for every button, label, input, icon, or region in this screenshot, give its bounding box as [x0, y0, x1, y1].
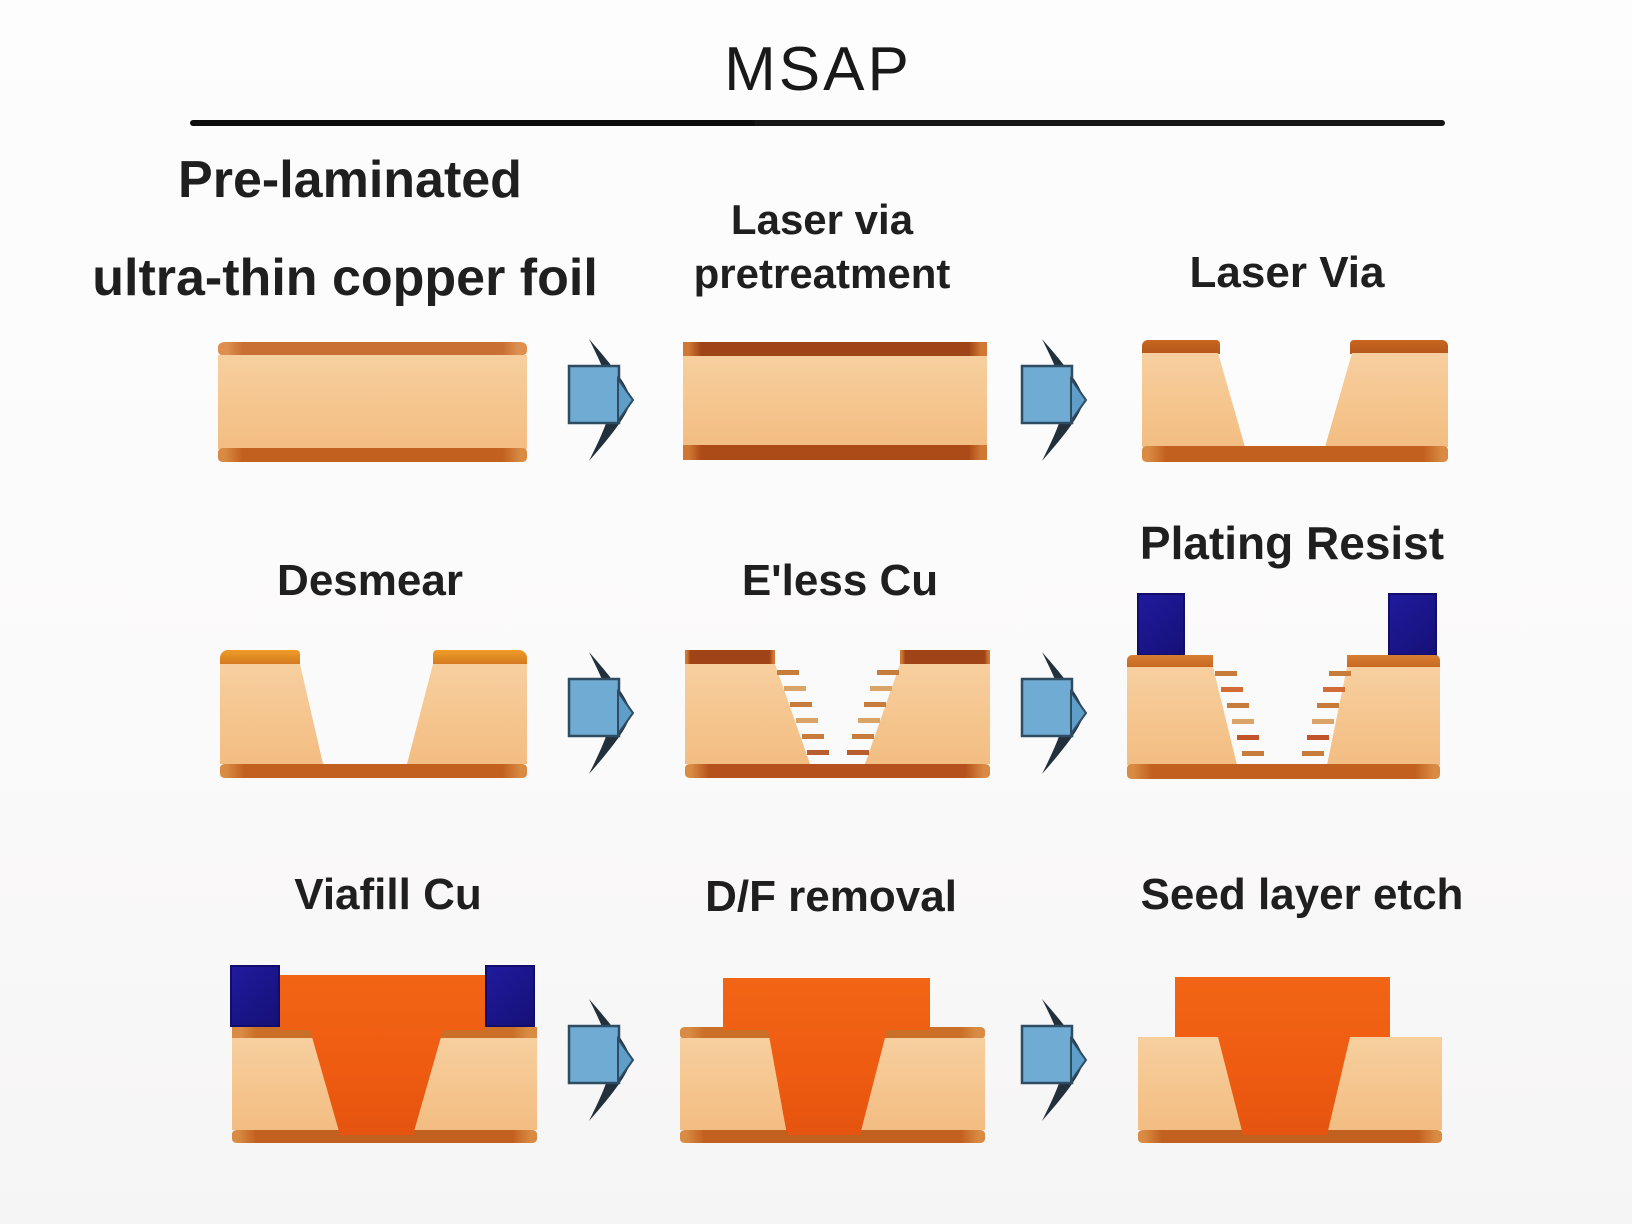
seed-layer-ticks-left [777, 670, 799, 675]
arrow-right-icon [1005, 995, 1095, 1125]
step7-label: Viafill Cu [294, 870, 482, 919]
seed-layer-etched-cross-section [1138, 977, 1442, 1143]
pretreated-foil-slab [683, 342, 987, 460]
electroless-copper-cross-section [685, 650, 990, 778]
plating-resist-block-left [230, 965, 280, 1027]
seed-layer-ticks-right [877, 670, 899, 675]
arrow-right-icon [1005, 648, 1095, 778]
viafill-copper-cross-section [230, 965, 537, 1143]
arrow-right-icon [552, 648, 642, 778]
step2-label-line1: Laser via [730, 196, 914, 243]
page-title: MSAP [724, 35, 912, 104]
dry-film-removed-cross-section [680, 978, 985, 1143]
seed-layer-ticks-left [1215, 671, 1237, 676]
plating-resist-cross-section [1127, 593, 1440, 779]
step4-label: Desmear [277, 556, 463, 605]
arrow-right-icon [552, 995, 642, 1125]
plating-resist-block-right [1388, 593, 1437, 656]
copper-foil-slab [218, 342, 527, 462]
seed-layer-ticks-right [1329, 671, 1351, 676]
step1-label-line1: Pre-laminated [178, 151, 522, 209]
arrow-right-icon [552, 335, 642, 465]
desmear-cross-section [220, 650, 527, 778]
step1-label-line2: ultra-thin copper foil [92, 249, 598, 307]
plating-resist-block-left [1137, 593, 1185, 656]
step5-label: E'less Cu [741, 556, 939, 605]
step2-label-line2: pretreatment [693, 250, 951, 297]
step3-label: Laser Via [1189, 248, 1385, 297]
laser-via-cross-section [1142, 340, 1448, 462]
step8-label: D/F removal [705, 872, 957, 921]
arrow-right-icon [1005, 335, 1095, 465]
plating-resist-block-right [485, 965, 535, 1027]
step9-label: Seed layer etch [1140, 870, 1464, 919]
title-underline [190, 120, 1445, 126]
step6-label: Plating Resist [1139, 517, 1445, 569]
